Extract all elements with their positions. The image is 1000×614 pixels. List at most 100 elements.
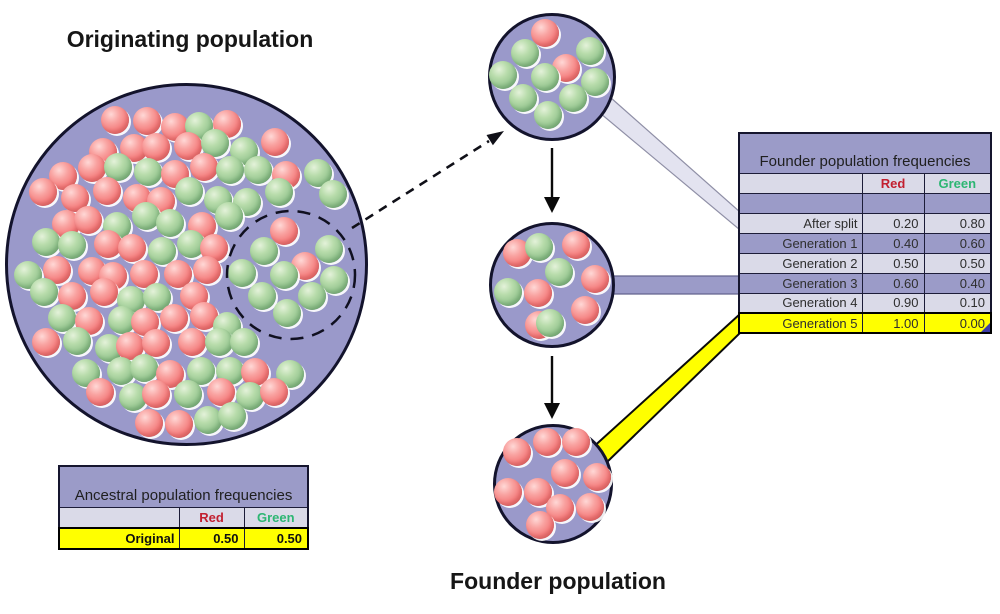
- green-ball: [511, 39, 539, 67]
- red-value: 1.00: [861, 312, 925, 334]
- red-ball: [576, 493, 604, 521]
- green-ball: [576, 37, 604, 65]
- red-ball: [189, 152, 218, 181]
- red-ball: [142, 329, 171, 358]
- originating-population-circle: [5, 83, 368, 446]
- red-ball: [133, 107, 162, 136]
- red-column-header: Red: [178, 506, 245, 529]
- red-ball: [531, 19, 559, 47]
- red-ball: [118, 233, 147, 262]
- green-ball: [525, 233, 553, 261]
- green-value: 0.50: [243, 527, 310, 550]
- green-ball: [230, 328, 259, 357]
- table-title: Founder population frequencies: [738, 132, 992, 174]
- green-value: 0.80: [923, 212, 992, 234]
- green-column-header: Green: [923, 172, 992, 194]
- green-ball: [248, 282, 276, 310]
- row-label: Generation 1: [738, 232, 863, 254]
- cell-fill-handle: [981, 323, 990, 332]
- green-ball: [216, 155, 245, 184]
- green-ball: [200, 129, 229, 158]
- green-value: 0.00: [923, 312, 993, 334]
- red-ball: [526, 511, 554, 539]
- red-ball: [101, 105, 130, 134]
- founder-circle-generation-5: [493, 424, 613, 544]
- red-ball: [165, 409, 194, 438]
- green-ball: [244, 155, 273, 184]
- green-ball: [318, 180, 347, 209]
- red-ball: [73, 206, 102, 235]
- founder-population-title: Founder population: [450, 568, 666, 594]
- green-ball: [509, 84, 537, 112]
- founder-circle-generation-3: [489, 222, 615, 348]
- red-ball: [562, 428, 590, 456]
- red-ball: [581, 265, 609, 293]
- green-ball: [534, 101, 562, 129]
- green-ball: [494, 278, 522, 306]
- red-ball: [32, 327, 61, 356]
- green-value: 0.10: [923, 292, 992, 314]
- row-spacer: [738, 192, 992, 214]
- table-title: Ancestral population frequencies: [58, 465, 309, 508]
- green-ball: [214, 202, 243, 231]
- red-ball: [142, 380, 171, 409]
- red-ball: [160, 304, 189, 333]
- green-ball: [132, 202, 161, 231]
- red-ball: [28, 178, 57, 207]
- red-ball: [92, 177, 121, 206]
- sample-dashed-arrow: [351, 131, 504, 230]
- green-value: 0.40: [923, 272, 992, 294]
- red-value: 0.60: [861, 272, 925, 294]
- red-ball: [207, 378, 236, 407]
- green-ball: [545, 258, 573, 286]
- green-ball: [273, 299, 301, 327]
- green-ball: [559, 84, 587, 112]
- empty-column-header: [58, 506, 180, 529]
- green-ball: [118, 383, 147, 412]
- row-label: Original: [58, 527, 180, 550]
- red-ball: [134, 408, 163, 437]
- green-value: 0.50: [923, 252, 992, 274]
- red-value: 0.50: [178, 527, 245, 550]
- red-ball: [533, 428, 561, 456]
- green-ball: [58, 230, 87, 259]
- green-ball: [29, 277, 58, 306]
- red-value: 0.90: [861, 292, 925, 314]
- originating-population-title: Originating population: [66, 26, 314, 52]
- red-ball: [562, 231, 590, 259]
- generation-flow-arrow-1: [544, 148, 560, 213]
- empty-column-header: [738, 172, 863, 194]
- founder-circle-after-split: [488, 13, 616, 141]
- red-value: 0.40: [861, 232, 925, 254]
- green-value: [923, 192, 992, 214]
- generation-flow-arrow-2: [544, 356, 560, 419]
- connector-band-generation-3: [599, 275, 742, 295]
- green-value: 0.60: [923, 232, 992, 254]
- green-ball: [536, 309, 564, 337]
- green-ball: [315, 235, 343, 263]
- green-ball: [217, 402, 246, 431]
- green-ball: [298, 282, 326, 310]
- green-ball: [174, 177, 203, 206]
- green-ball: [103, 152, 132, 181]
- green-ball: [270, 261, 298, 289]
- green-ball: [63, 327, 92, 356]
- green-ball: [228, 259, 256, 287]
- row-label: Generation 3: [738, 272, 863, 294]
- connector-band-generation-5: [588, 311, 741, 467]
- row-label: Generation 2: [738, 252, 863, 274]
- red-ball: [583, 463, 611, 491]
- red-ball: [571, 296, 599, 324]
- red-value: 0.50: [861, 252, 925, 274]
- red-ball: [524, 279, 552, 307]
- green-ball: [31, 227, 60, 256]
- green-ball: [133, 158, 162, 187]
